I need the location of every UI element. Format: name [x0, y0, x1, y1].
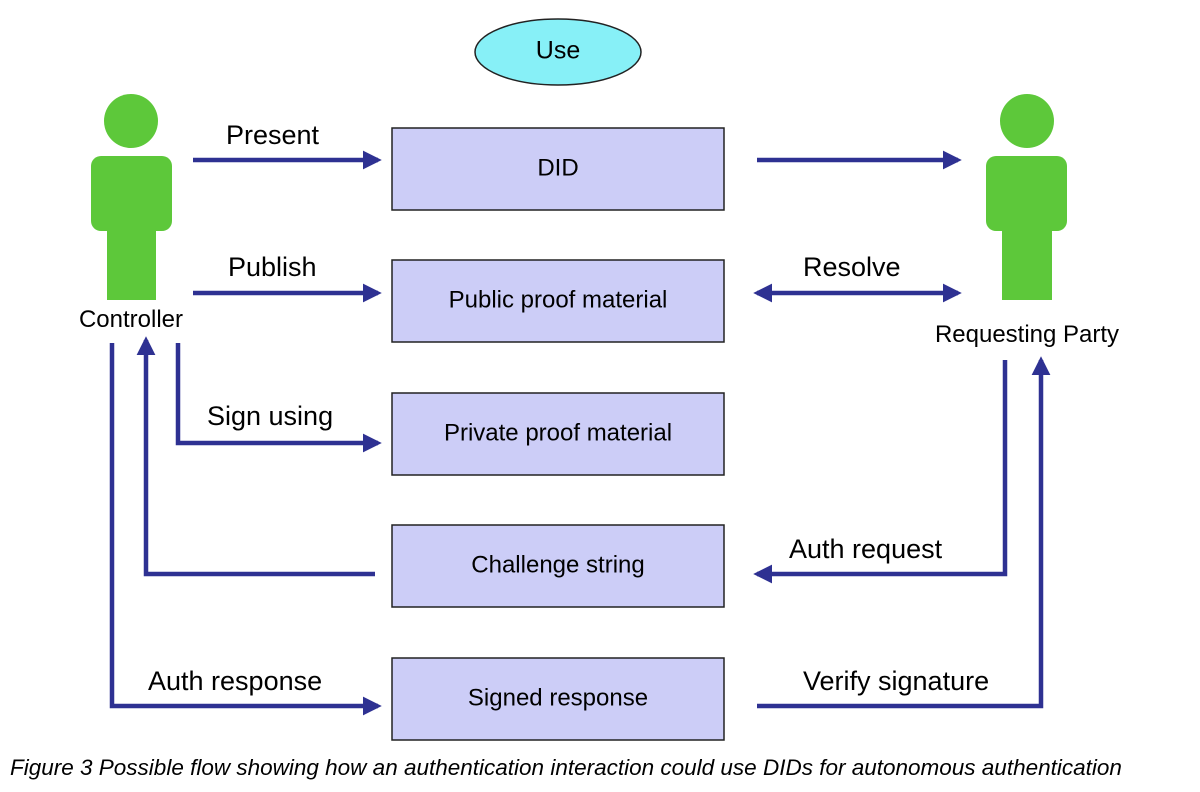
- auth-response-label: Auth response: [148, 666, 322, 696]
- did-box-label: DID: [537, 154, 578, 181]
- figure-caption: Figure 3 Possible flow showing how an au…: [10, 755, 1122, 780]
- controller-person-icon: [91, 94, 172, 300]
- verify-signature-arrow: [757, 356, 1051, 709]
- requesting-party-label: Requesting Party: [935, 321, 1119, 348]
- challenge-box: Challenge string: [391, 524, 725, 608]
- publish-label: Publish: [228, 252, 317, 282]
- use-label: Use: [536, 37, 580, 65]
- auth-request-label: Auth request: [789, 534, 943, 564]
- signed-response-box-label: Signed response: [468, 684, 648, 711]
- challenge-to-controller-arrow: [136, 336, 375, 577]
- resolve-label: Resolve: [803, 252, 901, 282]
- did-box: DID: [391, 127, 725, 211]
- auth-response-arrow: [109, 343, 382, 716]
- private-proof-box-label: Private proof material: [444, 419, 672, 446]
- public-proof-box: Public proof material: [391, 259, 725, 343]
- requesting-party-person-icon: [986, 94, 1067, 300]
- verify-signature-label: Verify signature: [803, 666, 989, 696]
- auth-request-arrow: [753, 360, 1008, 584]
- use-ellipse: Use: [474, 18, 642, 86]
- present-label: Present: [226, 120, 320, 150]
- controller-label: Controller: [79, 306, 183, 333]
- sign-using-label: Sign using: [207, 401, 333, 431]
- private-proof-box: Private proof material: [391, 392, 725, 476]
- public-proof-box-label: Public proof material: [449, 286, 668, 313]
- challenge-box-label: Challenge string: [471, 551, 644, 578]
- sign-using-arrow: [175, 343, 382, 453]
- signed-response-box: Signed response: [391, 657, 725, 741]
